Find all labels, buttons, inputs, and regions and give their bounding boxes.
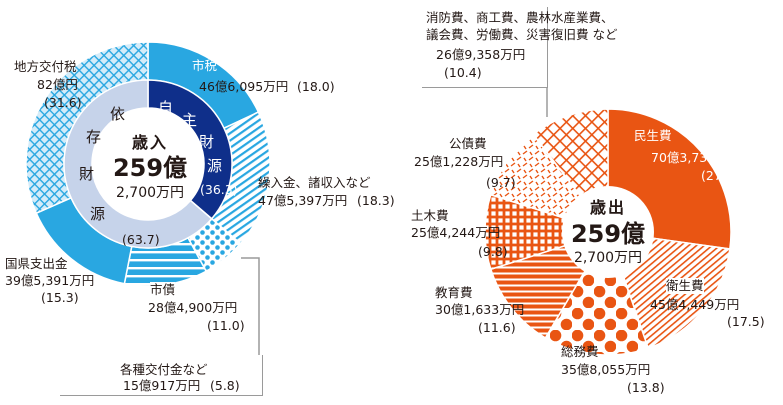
revenue-label-amount: 15億917万円 — [123, 378, 201, 393]
expenditure-label-name: 民生費 — [634, 128, 672, 143]
leader-line-grants — [241, 257, 260, 357]
revenue-label-name: 市債 — [150, 282, 176, 298]
revenue-inner-slice — [147, 79, 233, 220]
inner-ring-char: 財 — [79, 165, 95, 183]
revenue-label-amount: 47億5,397万円 — [258, 193, 348, 208]
expenditure-center-total: 259億 — [570, 220, 646, 248]
expenditure-label-pct: (17.5) — [727, 314, 765, 329]
expenditure-label-amount: 25億1,228万円 — [414, 154, 504, 169]
callout-box-other-expenses — [422, 7, 548, 88]
expenditure-label-amount: 45億4,449万円 — [650, 297, 740, 312]
revenue-label-amount: 39億5,391万円 — [5, 273, 95, 288]
inner-ring-char: 主 — [182, 111, 198, 129]
revenue-inner-ring — [63, 79, 233, 249]
revenue-label-pct: (31.6) — [44, 95, 82, 110]
expenditure-center-label: 歳出 — [589, 198, 626, 217]
revenue-center-hole — [93, 109, 203, 219]
callout-box-grants — [60, 355, 263, 396]
revenue-label-pct: (11.0) — [207, 318, 245, 333]
revenue-label-pct: (15.3) — [41, 290, 79, 305]
revenue-label-pct: (18.3) — [357, 193, 395, 208]
revenue-label-name: 地方交付税 — [14, 59, 77, 74]
inner-ring-pct-own: (36.3) — [200, 182, 238, 197]
inner-ring-char: 依 — [110, 105, 126, 123]
inner-ring-pct-dependent: (63.7) — [122, 232, 160, 247]
expenditure-center-total-sub: 2,700万円 — [573, 250, 643, 266]
revenue-label-amount: 82億円 — [37, 77, 78, 92]
expenditure-label-amount: 25億4,244万円 — [411, 225, 501, 240]
inner-ring-char: 源 — [90, 205, 106, 223]
revenue-label-name: 繰入金、諸収入など — [258, 175, 371, 190]
revenue-inner-slice — [63, 79, 213, 249]
inner-ring-char: 財 — [199, 133, 215, 151]
expenditure-label-pct: (13.8) — [627, 380, 665, 395]
expenditure-label-name: 教育費 — [435, 285, 473, 300]
expenditure-label-amount: 70億3,733万円 — [651, 150, 741, 165]
expenditure-label-amount: 30億1,633万円 — [435, 302, 525, 317]
expenditure-center-hole — [562, 186, 654, 278]
revenue-center-total-sub: 2,700万円 — [115, 185, 185, 201]
inner-ring-char: 自 — [158, 99, 174, 117]
revenue-label-pct: (18.0) — [297, 79, 335, 94]
expenditure-label-amount: 35億8,055万円 — [561, 362, 651, 377]
expenditure-label-pct: (9.8) — [478, 244, 508, 259]
inner-ring-char: 源 — [207, 157, 223, 175]
expenditure-label-name: 土木費 — [411, 208, 449, 223]
revenue-center-total: 259億 — [112, 154, 188, 182]
revenue-donut — [25, 41, 271, 287]
revenue-label-name: 市税 — [192, 58, 218, 73]
expenditure-label-name: 総務費 — [561, 344, 599, 359]
revenue-label-pct: (5.8) — [210, 378, 240, 393]
expenditure-label-name: 公債費 — [449, 136, 487, 151]
revenue-label-amount: 28億4,900万円 — [148, 300, 238, 315]
revenue-label-amount: 46億6,095万円 — [199, 79, 289, 94]
expenditure-label-name: 衛生費 — [666, 278, 704, 294]
expenditure-label-pct: (11.6) — [478, 320, 516, 335]
revenue-label-name: 国県支出金 — [5, 256, 68, 271]
expenditure-label-pct: (10.4) — [444, 65, 482, 80]
inner-ring-char: 存 — [86, 128, 102, 146]
expenditure-label-pct: (27.2) — [701, 168, 739, 183]
revenue-label-name: 各種交付金など — [120, 362, 208, 377]
expenditure-label-amount: 26億9,358万円 — [436, 47, 526, 62]
expenditure-label-pct: (9.7) — [486, 175, 516, 190]
revenue-center-label: 歳入 — [131, 133, 168, 152]
expenditure-label-name: 消防費、商工費、農林水産業費、 議会費、労働費、災害復旧費 など — [426, 10, 618, 42]
